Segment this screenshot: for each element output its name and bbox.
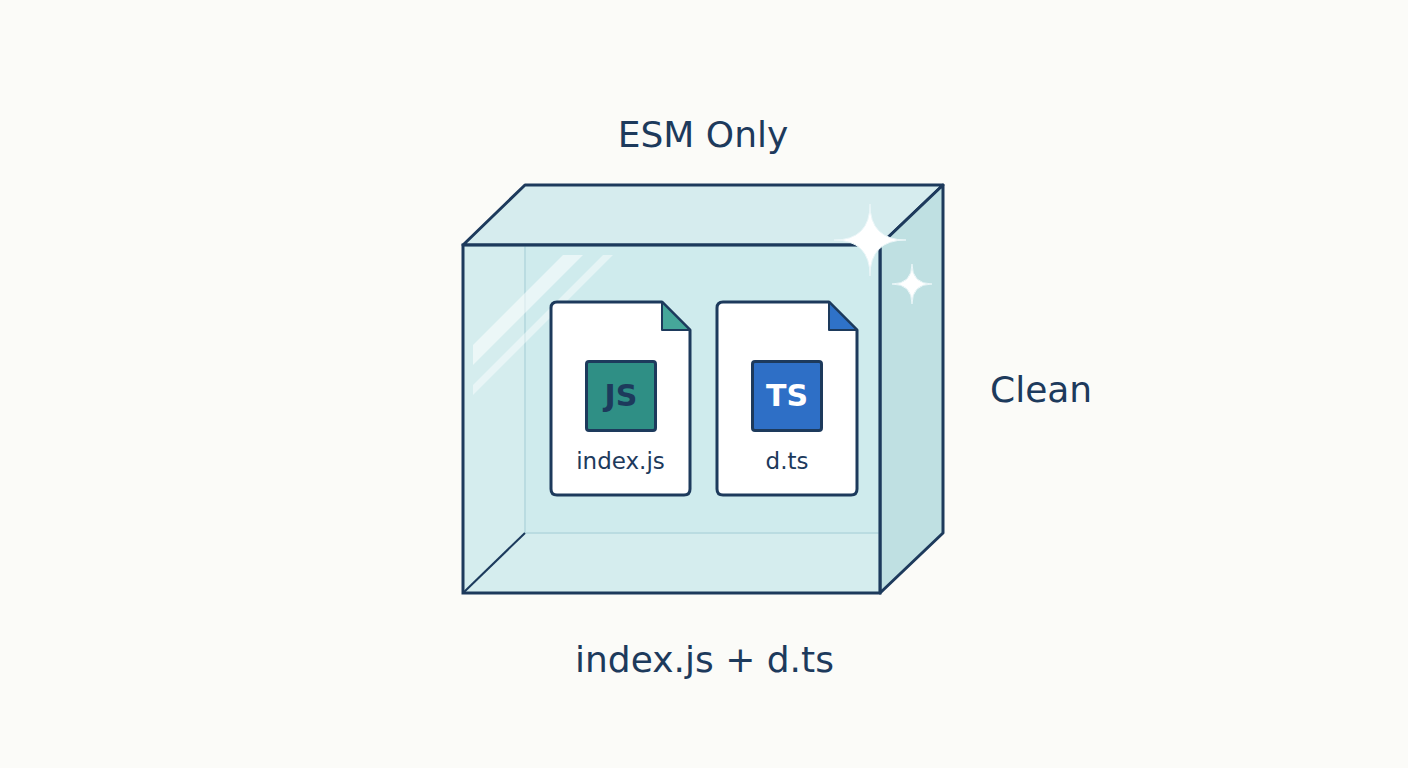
glass-box: ESM OnlyJS index.js TS d.ts	[463, 100, 943, 595]
icon-text: JS	[605, 379, 638, 413]
bottom-caption: index.js + d.ts	[575, 640, 834, 680]
icon-text: TS	[766, 379, 808, 413]
file-name: index.js	[551, 446, 690, 476]
file-name: d.ts	[717, 446, 857, 476]
glass-cube	[463, 100, 943, 595]
file-icon: TS	[751, 360, 823, 432]
file-icon: JS	[585, 360, 657, 432]
cube-heading: ESM Only	[463, 115, 943, 155]
file-card: JS index.js	[551, 302, 690, 495]
file-card: TS d.ts	[717, 302, 857, 495]
side-note: Clean	[990, 370, 1092, 410]
